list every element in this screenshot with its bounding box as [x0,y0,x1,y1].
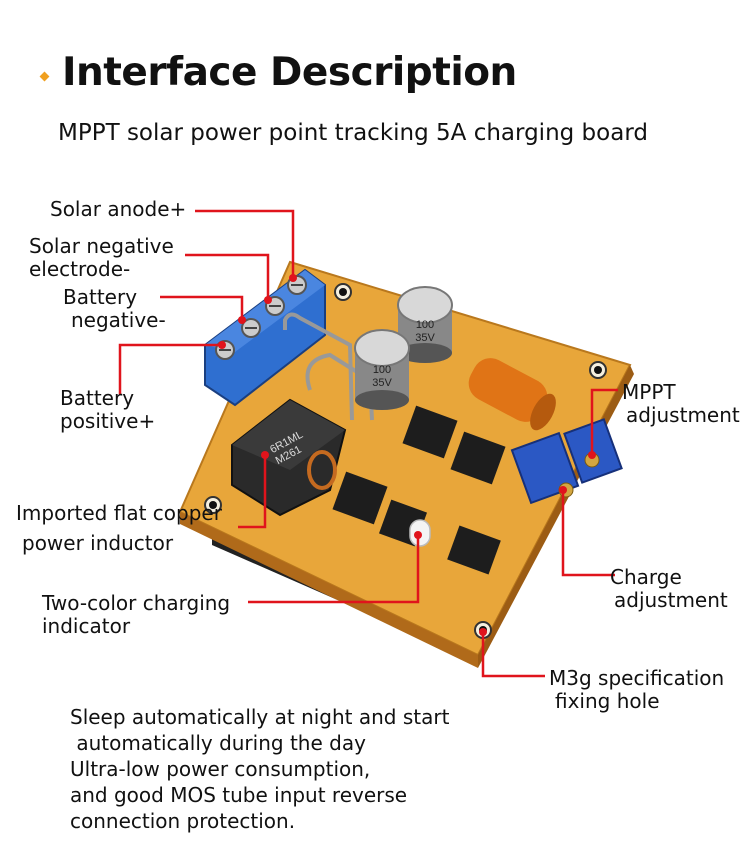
page-title: Interface Description [62,50,517,95]
page-subtitle: MPPT solar power point tracking 5A charg… [58,120,648,146]
feature-line: Sleep automatically at night and start [70,705,450,729]
feature-line: automatically during the day [70,731,366,755]
cap1-marking: 100 [416,319,434,331]
svg-text:35V: 35V [415,332,435,344]
feature-line: and good MOS tube input reverse [70,783,408,807]
capacitors: 100 35V 100 35V [354,286,453,410]
leader-lines [118,209,618,678]
orange-capacitor [468,358,556,431]
feature-line: Ultra-low power consumption, [70,757,371,781]
feature-line: connection protection. [70,809,296,833]
feature-list: Sleep automatically at night and start a… [70,704,449,834]
mosfets [332,405,506,575]
svg-text:35V: 35V [372,377,392,389]
leader-dots [218,274,596,636]
svg-text:100: 100 [373,364,391,376]
power-inductor: 6R1ML M261 [231,398,347,517]
label-solar-anode: Solar anode+ [50,197,187,221]
terminal-block [204,268,326,407]
